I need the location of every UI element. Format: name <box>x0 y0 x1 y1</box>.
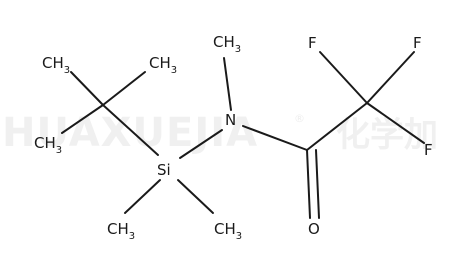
atom-silicon: Si <box>157 161 171 179</box>
atom-ch3-si-right: CH3 <box>214 220 242 242</box>
bond-n-ch3 <box>223 57 232 111</box>
atom-fluorine-2: F <box>413 34 422 52</box>
bond-c-f3 <box>366 102 425 144</box>
bonds <box>61 51 425 219</box>
atom-ch3-si-left: CH3 <box>107 220 135 242</box>
bond-cq-si <box>102 104 159 156</box>
bond-c-o-1 <box>306 149 311 219</box>
watermark-registered: ® <box>294 112 305 125</box>
bond-n-carbonyl <box>242 125 308 151</box>
atom-oxygen: O <box>308 220 320 238</box>
atom-labels: CH3 CH3 CH3 Si CH3 CH3 CH3 N O F F F <box>34 33 433 242</box>
atom-ch3-left: CH3 <box>34 134 62 156</box>
atom-ch3-top-mid: CH3 <box>149 54 177 76</box>
atom-ch3-top-left: CH3 <box>42 54 70 76</box>
bond-c-f2 <box>366 51 415 104</box>
bond-si-n <box>179 129 223 159</box>
bond-carbonyl-cf3 <box>306 102 368 151</box>
bond-c-o-2 <box>315 149 320 219</box>
bond-cq-ch3-left <box>61 104 104 134</box>
bond-si-ch3-left <box>124 179 161 214</box>
bond-c-f1 <box>319 51 368 104</box>
atom-ch3-n: CH3 <box>213 33 241 55</box>
watermark: HUAXUEJIA ® 化学加 <box>2 110 438 156</box>
atom-fluorine-1: F <box>308 34 317 52</box>
bond-cq-ch3-topleft <box>70 71 104 106</box>
watermark-latin: HUAXUEJIA <box>2 110 258 156</box>
atom-nitrogen: N <box>225 111 236 129</box>
bond-si-ch3-right <box>177 179 214 214</box>
atom-fluorine-3: F <box>424 141 433 159</box>
watermark-chinese: 化学加 <box>336 115 438 155</box>
bond-cq-ch3-topmid <box>102 71 146 106</box>
